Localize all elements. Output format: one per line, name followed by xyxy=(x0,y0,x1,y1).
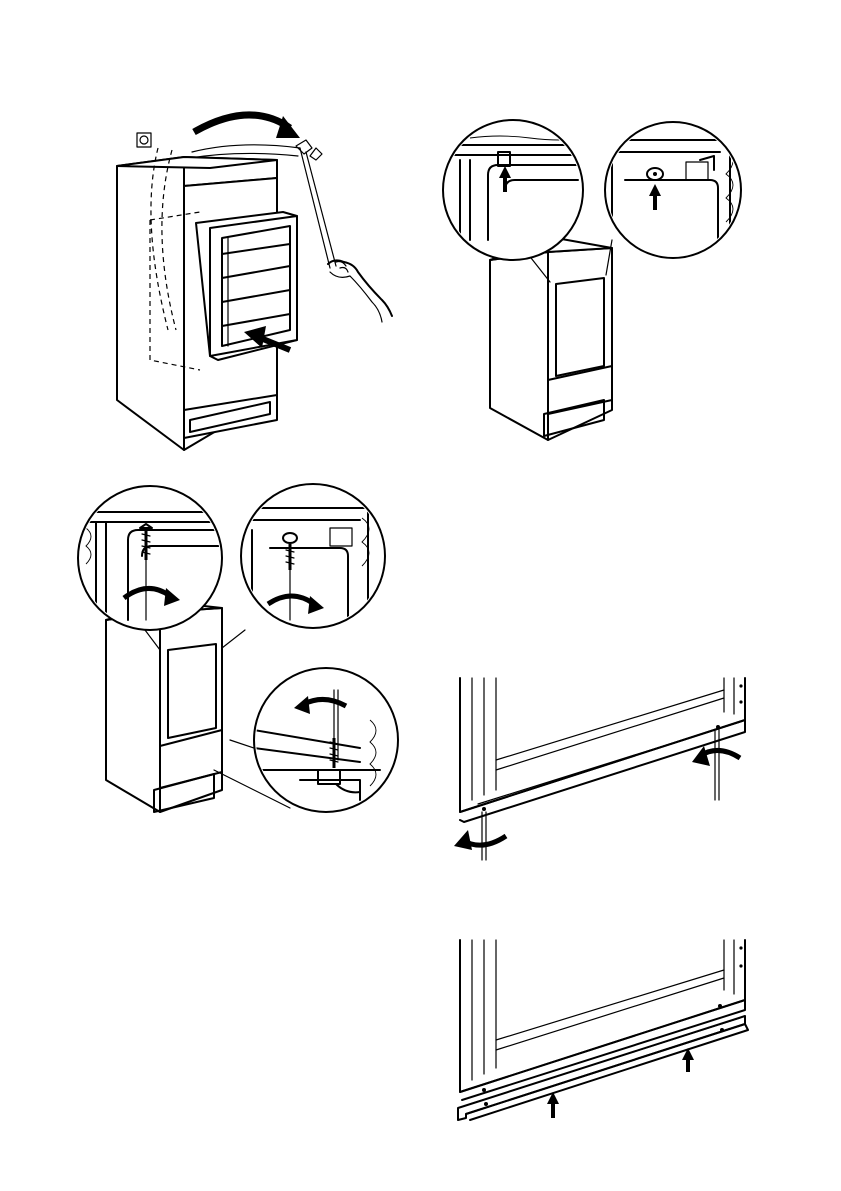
up-arrow-icon xyxy=(547,1092,559,1118)
door-frame xyxy=(460,940,745,1100)
cover-strip xyxy=(458,1016,748,1120)
